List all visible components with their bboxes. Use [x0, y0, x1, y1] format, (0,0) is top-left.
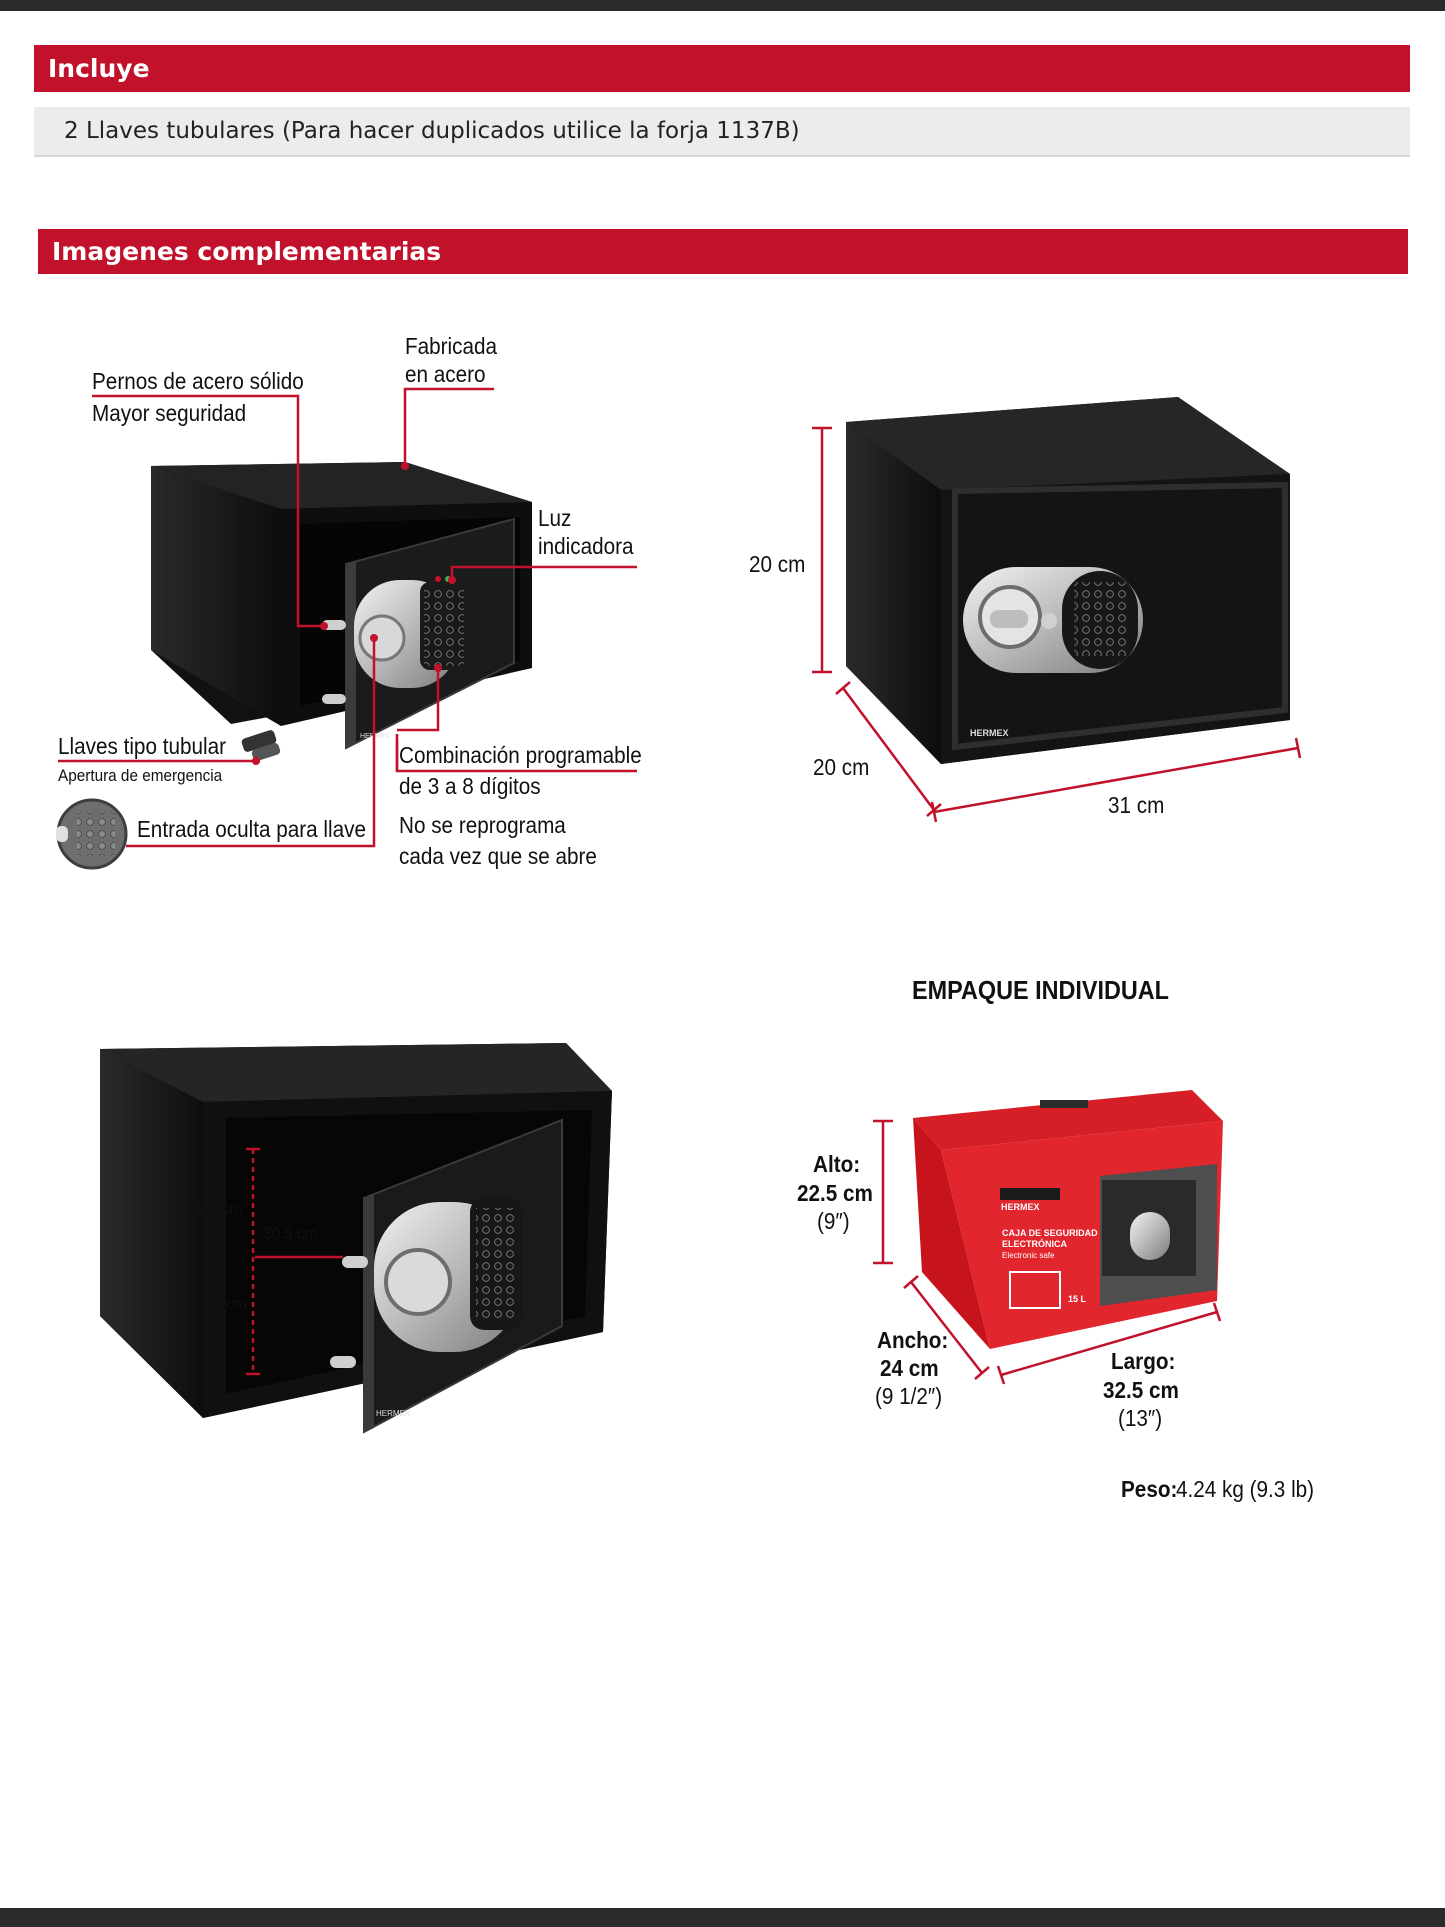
- dimension-lines: [812, 426, 1302, 823]
- safe-open-interior-image: HERMEX: [100, 1043, 612, 1434]
- section-title: Imagenes complementarias: [52, 237, 442, 266]
- label-largo: 31 cm: [1108, 792, 1165, 818]
- label-interior-alto-superior: 19.5 cm: [188, 1199, 243, 1218]
- svg-text:HERMEX: HERMEX: [970, 728, 1009, 738]
- box-subtitle: Electronic safe: [1002, 1251, 1055, 1260]
- label-alto: 20 cm: [749, 551, 806, 577]
- label-pkg-ancho-value: 24 cm: [880, 1355, 939, 1381]
- label-combinacion: Combinación programable: [399, 742, 642, 768]
- box-title: CAJA DE SEGURIDAD: [1002, 1228, 1098, 1238]
- label-fondo: 20 cm: [813, 754, 870, 780]
- include-item-text: 2 Llaves tubulares (Para hacer duplicado…: [64, 118, 800, 144]
- label-reprograma-line2: cada vez que se abre: [399, 843, 597, 869]
- package-box-image: CAJA DE SEGURIDAD ELECTRÓNICA Electronic…: [913, 1090, 1223, 1349]
- label-luz: Luz: [538, 505, 572, 531]
- section-header-imagenes: Imagenes complementarias: [38, 229, 1408, 274]
- include-item: 2 Llaves tubulares (Para hacer duplicado…: [34, 107, 1410, 157]
- label-interior-ancho: 30.5 cm: [263, 1224, 318, 1243]
- label-combinacion-line2: de 3 a 8 dígitos: [399, 773, 541, 799]
- safe-closed-dimensions-image: HERMEX: [846, 397, 1290, 764]
- label-llaves: Llaves tipo tubular: [58, 733, 227, 759]
- label-pernos-title: Pernos de acero sólido: [92, 368, 304, 394]
- label-pkg-largo: Largo:: [1111, 1348, 1176, 1374]
- box-capacity: 15 L: [1068, 1294, 1087, 1304]
- label-luz-line2: indicadora: [538, 533, 634, 559]
- label-reprograma: No se reprograma: [399, 812, 566, 838]
- section-header-incluye: Incluye: [34, 45, 1410, 92]
- label-fabricada: Fabricada: [405, 333, 498, 359]
- box-title: ELECTRÓNICA: [1002, 1238, 1068, 1249]
- callout-dots: [252, 462, 456, 765]
- label-pernos-subtitle: Mayor seguridad: [92, 400, 247, 426]
- label-llaves-subtitle: Apertura de emergencia: [58, 766, 223, 785]
- box-brand: HERMEX: [1001, 1202, 1040, 1212]
- package-title: EMPAQUE INDIVIDUAL: [912, 975, 1169, 1005]
- safe-open-annotated-image: HERMEX: [56, 462, 532, 870]
- bottom-bar: [0, 1908, 1445, 1927]
- top-bar: [0, 0, 1445, 11]
- label-peso: Peso:: [1121, 1476, 1178, 1502]
- label-pkg-largo-in: (13″): [1118, 1405, 1163, 1431]
- label-entrada-oculta: Entrada oculta para llave: [137, 816, 366, 842]
- callout-lines: [58, 387, 637, 848]
- label-pkg-alto-in: (9″): [817, 1208, 850, 1234]
- label-fabricada-line2: en acero: [405, 361, 486, 387]
- section-title: Incluye: [48, 54, 150, 83]
- label-pkg-largo-value: 32.5 cm: [1103, 1377, 1179, 1403]
- package-dimension-lines: [873, 1119, 1222, 1385]
- label-pkg-alto: Alto:: [813, 1151, 861, 1177]
- label-peso-value: 4.24 kg (9.3 lb): [1176, 1476, 1315, 1502]
- label-pkg-alto-value: 22.5 cm: [797, 1180, 873, 1206]
- label-pkg-ancho: Ancho:: [877, 1327, 949, 1353]
- label-pkg-ancho-in: (9 1/2″): [875, 1383, 943, 1409]
- svg-text:HERMEX: HERMEX: [376, 1409, 411, 1418]
- interior-dimension-lines: [246, 1147, 343, 1376]
- label-interior-alto-inferior: 18 cm: [205, 1294, 247, 1313]
